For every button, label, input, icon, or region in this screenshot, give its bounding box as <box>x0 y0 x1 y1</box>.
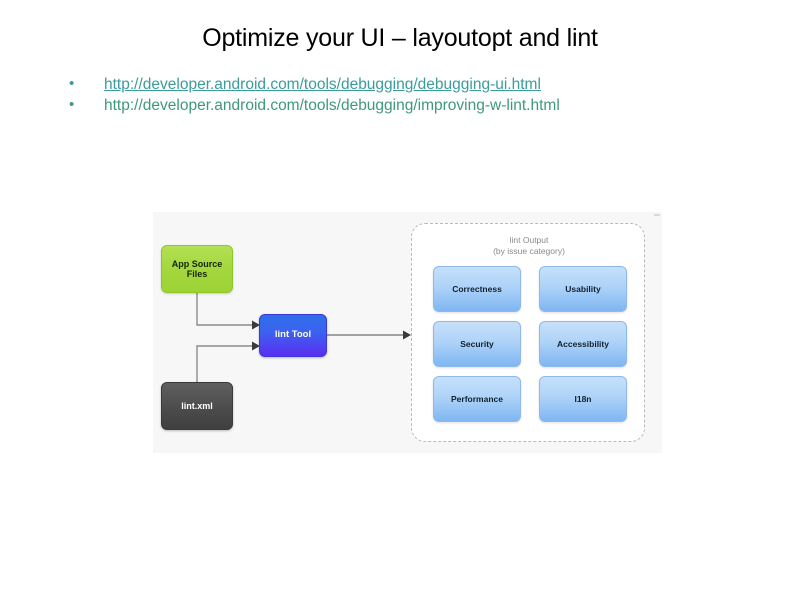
bullet-list: • http://developer.android.com/tools/deb… <box>64 74 764 116</box>
lint-output-panel: lint Output (by issue category) Correctn… <box>411 223 645 442</box>
lint-workflow-diagram: App Source Files lint.xml lint Tool lint… <box>153 212 662 453</box>
lint-output-title: lint Output (by issue category) <box>412 235 646 257</box>
list-item: • http://developer.android.com/tools/deb… <box>64 95 764 116</box>
issue-category-grid: Correctness Usability Security Accessibi… <box>433 266 627 422</box>
bullet-marker-icon: • <box>69 96 75 113</box>
node-app-source-files-label-line2: Files <box>186 269 208 279</box>
category-usability-label: Usability <box>565 284 601 294</box>
category-correctness-label: Correctness <box>452 284 502 294</box>
category-security-label: Security <box>460 339 494 349</box>
category-performance: Performance <box>433 376 521 422</box>
category-accessibility: Accessibility <box>539 321 627 367</box>
list-item: • http://developer.android.com/tools/deb… <box>64 74 764 95</box>
node-lint-xml-label: lint.xml <box>181 400 213 411</box>
lint-output-title-line1: lint Output <box>509 235 549 245</box>
lint-output-title-line2: (by issue category) <box>493 246 565 256</box>
node-lint-xml: lint.xml <box>161 382 233 430</box>
node-lint-tool-label: lint Tool <box>274 329 312 341</box>
bullet-marker-icon: • <box>69 75 75 92</box>
node-app-source-files-label-line1: App Source <box>171 258 223 269</box>
page-title: Optimize your UI – layoutopt and lint <box>202 24 598 52</box>
category-i18n: I18n <box>539 376 627 422</box>
category-performance-label: Performance <box>451 394 503 404</box>
category-i18n-label: I18n <box>574 394 592 404</box>
corner-mark-decoration <box>654 214 660 216</box>
link-debugging-ui[interactable]: http://developer.android.com/tools/debug… <box>104 76 541 93</box>
category-usability: Usability <box>539 266 627 312</box>
node-app-source-files: App Source Files <box>161 245 233 293</box>
category-correctness: Correctness <box>433 266 521 312</box>
category-security: Security <box>433 321 521 367</box>
node-lint-tool: lint Tool <box>259 314 327 357</box>
link-improving-w-lint[interactable]: http://developer.android.com/tools/debug… <box>104 97 560 114</box>
category-accessibility-label: Accessibility <box>557 339 609 349</box>
